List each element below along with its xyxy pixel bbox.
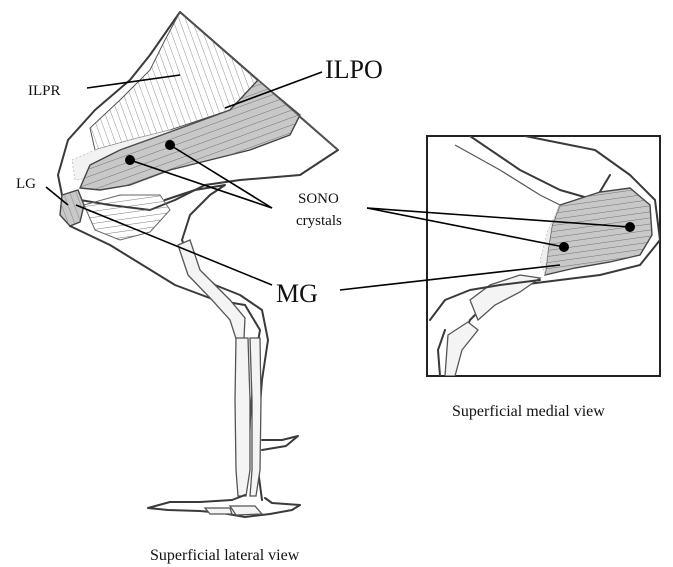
sono-label: SONO [298,191,339,207]
mg-muscle-lateral [84,195,170,240]
mg-label: MG [276,279,318,308]
crystals-label: crystals [296,213,342,229]
femur-shank [70,226,260,495]
lateral-view-caption: Superficial lateral view [150,547,300,564]
ilpr-label: ILPR [28,83,61,99]
tarsometatarsus [235,338,250,496]
lateral-view [58,12,338,517]
medial-view-inset [427,136,660,376]
ilpo-label: ILPO [325,55,383,84]
lg-label: LG [16,176,36,192]
medial-view-caption: Superficial medial view [452,403,605,420]
mg-leader-lateral [76,205,272,285]
